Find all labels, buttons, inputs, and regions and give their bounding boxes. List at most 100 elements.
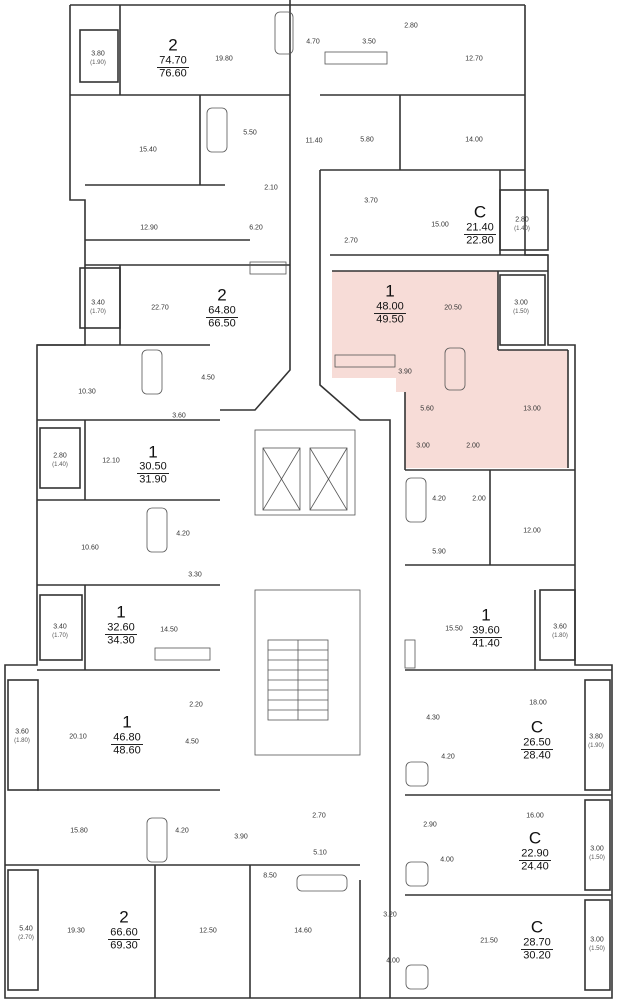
- room-area: 4.20: [176, 530, 190, 538]
- room-area: 10.60: [81, 544, 99, 552]
- area-divider: [105, 634, 137, 635]
- balcony-area: 3.00: [590, 936, 604, 944]
- room-area: 2.10: [264, 184, 278, 192]
- room-area: 2.90: [423, 821, 437, 829]
- apartment-type: С: [530, 917, 544, 937]
- apartment-type: С: [528, 828, 542, 848]
- area-divider: [137, 473, 169, 474]
- area-divider: [521, 949, 553, 950]
- apartment-type: 1: [148, 442, 158, 462]
- apartment-type: С: [530, 717, 544, 737]
- room-area: 16.00: [526, 812, 544, 820]
- room-area: 21.50: [480, 937, 498, 945]
- balcony-reduced-area: (1.50): [589, 855, 605, 861]
- room-area: 12.00: [523, 527, 541, 535]
- room-area: 15.50: [445, 625, 463, 633]
- balcony-reduced-area: (1.70): [90, 309, 106, 315]
- room-area: 4.20: [175, 827, 189, 835]
- apartment-living-area: 39.60: [472, 624, 500, 637]
- apartment-total-area: 41.40: [472, 637, 500, 650]
- balcony-reduced-area: (1.70): [52, 633, 68, 639]
- balcony-area: 3.00: [514, 299, 528, 307]
- balcony-area: 2.80: [53, 452, 67, 460]
- apartment-living-area: 64.80: [208, 304, 236, 317]
- room-area: 3.50: [362, 38, 376, 46]
- apartment-total-area: 69.30: [110, 939, 138, 952]
- apartment-living-area: 46.80: [113, 731, 141, 744]
- room-area: 2.70: [344, 237, 358, 245]
- apartment-total-area: 34.30: [107, 634, 135, 647]
- balcony-area: 3.40: [53, 623, 67, 631]
- apartment-total-area: 76.60: [159, 67, 187, 80]
- room-area: 15.00: [431, 221, 449, 229]
- room-area: 4.50: [201, 374, 215, 382]
- area-divider: [464, 234, 496, 235]
- room-area: 3.90: [234, 833, 248, 841]
- balcony-area: 2.80: [515, 216, 529, 224]
- room-area: 14.60: [294, 927, 312, 935]
- balcony-reduced-area: (1.40): [52, 462, 68, 468]
- room-area: 2.80: [404, 22, 418, 30]
- room-area: 5.60: [420, 405, 434, 413]
- area-divider: [470, 637, 502, 638]
- room-area: 3.00: [416, 442, 430, 450]
- apartment-living-area: 21.40: [466, 221, 494, 234]
- apartment-total-area: 48.60: [113, 744, 141, 757]
- balcony-area: 5.40: [19, 925, 33, 933]
- apartment-type: 1: [385, 281, 395, 301]
- room-area: 5.90: [432, 548, 446, 556]
- area-divider: [521, 749, 553, 750]
- room-area: 20.50: [444, 304, 462, 312]
- room-area: 20.10: [69, 733, 87, 741]
- balcony-area: 3.60: [553, 623, 567, 631]
- balcony-reduced-area: (1.80): [14, 738, 30, 744]
- apartment-type: 1: [481, 605, 491, 625]
- apartment-living-area: 32.60: [107, 621, 135, 634]
- room-area: 15.80: [70, 827, 88, 835]
- room-area: 3.60: [172, 412, 186, 420]
- area-divider: [374, 313, 406, 314]
- apartment-type: 2: [168, 35, 178, 55]
- balcony-reduced-area: (1.40): [514, 226, 530, 232]
- apartment-type: 1: [122, 712, 132, 732]
- room-area: 11.40: [305, 137, 323, 145]
- area-divider: [157, 67, 189, 68]
- apartment-living-area: 48.00: [376, 300, 404, 313]
- area-divider: [108, 939, 140, 940]
- apartment-type: С: [473, 202, 487, 222]
- room-area: 13.00: [523, 405, 541, 413]
- apartment-total-area: 49.50: [376, 313, 404, 326]
- room-area: 2.20: [189, 701, 203, 709]
- area-divider: [206, 317, 238, 318]
- room-area: 15.40: [139, 146, 157, 154]
- apartment-total-area: 30.20: [523, 949, 551, 962]
- apartment-total-area: 28.40: [523, 749, 551, 762]
- balcony-reduced-area: (1.90): [90, 60, 106, 66]
- balcony-reduced-area: (1.50): [513, 309, 529, 315]
- highlighted-apartment-fill: [332, 271, 568, 468]
- room-area: 14.50: [160, 626, 178, 634]
- room-area: 5.50: [243, 129, 257, 137]
- apartment-total-area: 24.40: [521, 860, 549, 873]
- room-area: 4.00: [386, 957, 400, 965]
- apartment-type: 2: [119, 907, 129, 927]
- apartment-type: 1: [116, 602, 126, 622]
- apartment-total-area: 22.80: [466, 234, 494, 247]
- balcony-reduced-area: (1.90): [588, 743, 604, 749]
- room-area: 19.30: [67, 927, 85, 935]
- room-area: 14.00: [465, 136, 483, 144]
- apartment-living-area: 66.60: [110, 926, 138, 939]
- room-area: 3.20: [383, 911, 397, 919]
- balcony-area: 3.80: [91, 50, 105, 58]
- balcony-area: 3.60: [15, 728, 29, 736]
- room-area: 5.10: [313, 849, 327, 857]
- room-area: 8.50: [263, 872, 277, 880]
- room-area: 12.90: [140, 224, 158, 232]
- room-area: 5.80: [360, 136, 374, 144]
- area-divider: [519, 860, 551, 861]
- balcony-area: 3.00: [590, 845, 604, 853]
- room-area: 6.20: [249, 224, 263, 232]
- room-area: 4.70: [306, 38, 320, 46]
- apartment-living-area: 74.70: [159, 54, 187, 67]
